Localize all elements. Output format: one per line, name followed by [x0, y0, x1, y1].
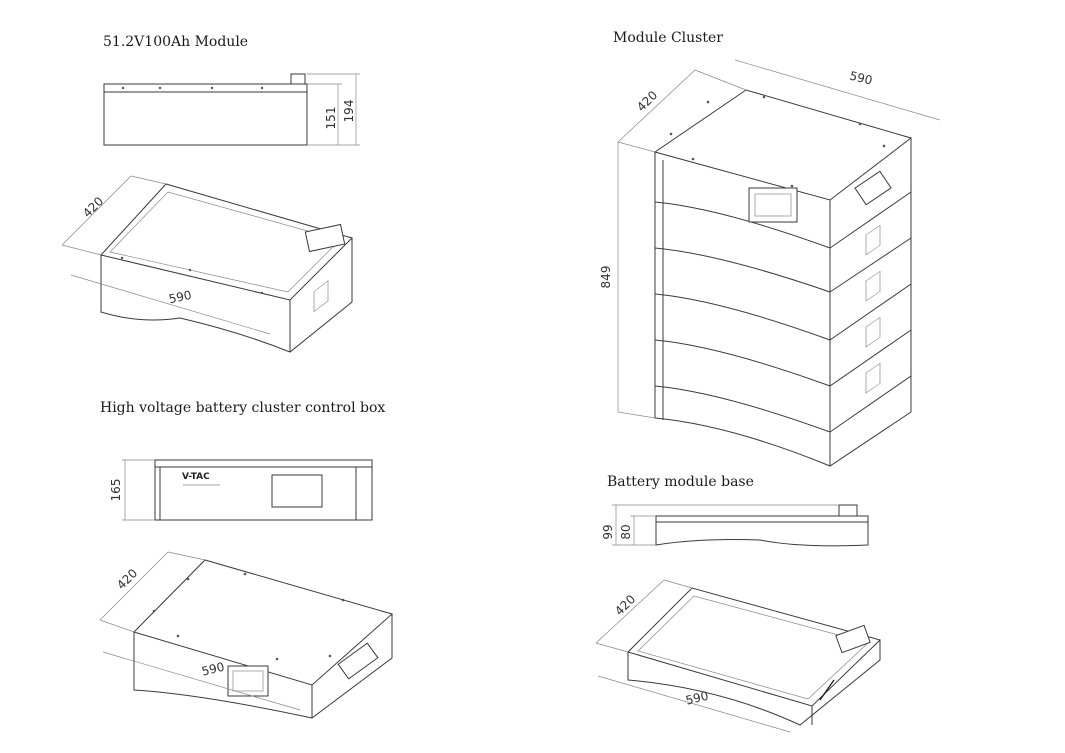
module-side-screw [158, 86, 162, 90]
module-iso-connector [304, 223, 346, 253]
base-iso-bolt [819, 679, 835, 701]
dimension-line-590 [102, 651, 301, 711]
extension-line [61, 244, 102, 256]
module-iso-screw [260, 291, 264, 295]
control-iso-screw [328, 654, 332, 658]
extension-line [130, 175, 167, 185]
cluster-handle [865, 362, 881, 394]
cluster-seam [654, 329, 912, 387]
base-side-body [655, 515, 869, 547]
dim-label-590: 590 [200, 660, 226, 679]
extension-line [617, 141, 656, 153]
cluster-screw [790, 184, 794, 188]
dim-label-590: 590 [684, 689, 710, 708]
dimension-line-420 [61, 175, 132, 246]
dim-label-420: 420 [80, 194, 106, 220]
module-iso-top [100, 183, 353, 301]
dim-label-420: 420 [612, 592, 638, 618]
dim-label-165: 165 [109, 479, 123, 502]
module-side-connector [290, 73, 306, 85]
extension-line [617, 411, 656, 419]
control-iso-display-frame [227, 665, 269, 697]
brand-logo: V-TAC [182, 472, 210, 482]
cluster-display-screen [754, 193, 792, 217]
dim-label-99: 99 [601, 524, 615, 539]
dim-label-420: 420 [114, 566, 140, 592]
base-side-view: 99 80 [601, 504, 869, 547]
cluster-screw [669, 132, 673, 136]
cluster-screw [706, 100, 710, 104]
dim-label-420: 420 [634, 88, 660, 114]
extension-line [694, 69, 747, 91]
dim-label-80: 80 [619, 524, 633, 539]
module-iso-screw [188, 268, 192, 272]
cluster-top [653, 89, 913, 201]
module-side-view: 151 194 [103, 73, 360, 146]
control-box-display [271, 474, 323, 508]
control-iso-screw [186, 577, 190, 581]
cluster-display-frame [748, 187, 798, 223]
cluster-title: Module Cluster [613, 30, 723, 46]
dimension-line-420 [617, 69, 696, 143]
cluster-seam [654, 191, 912, 249]
cluster-seam [654, 283, 912, 341]
dimension-line-590 [734, 59, 941, 121]
control-iso-display [232, 670, 264, 692]
dimension-line-590 [597, 675, 791, 733]
cluster-port-panel [854, 170, 892, 206]
cluster-handle [865, 316, 881, 348]
module-side-screw [121, 86, 125, 90]
cluster-screw [691, 157, 695, 161]
module-isometric-view: 420 590 [61, 175, 353, 353]
control-iso-screw [275, 657, 279, 661]
dimension-line-590 [70, 274, 271, 335]
module-iso-screw [120, 256, 124, 260]
dim-label-849: 849 [599, 266, 613, 289]
module-title: 51.2V100Ah Module [103, 34, 249, 50]
module-side-screw [210, 86, 214, 90]
control-box-title: High voltage battery cluster control box [100, 400, 386, 416]
dim-label-590: 590 [848, 69, 874, 88]
module-side-screw [260, 86, 264, 90]
control-iso-ports [337, 642, 379, 680]
control-iso-screw [152, 609, 156, 613]
cluster-seam [654, 375, 912, 433]
cluster-seam [654, 237, 912, 293]
control-iso-screw [243, 572, 247, 576]
dimension-line-420 [99, 551, 169, 621]
cluster-screw [882, 144, 886, 148]
dimension-line-420 [595, 579, 665, 644]
module-iso-handle [313, 280, 329, 313]
extension-line [595, 642, 629, 653]
base-side-connector [838, 504, 858, 517]
extension-line [663, 579, 693, 589]
control-box-front-view: V-TAC 165 [109, 459, 373, 521]
dim-label-151: 151 [324, 107, 338, 130]
dim-label-194: 194 [342, 100, 356, 123]
control-iso-screw [176, 634, 180, 638]
control-box-front-body [154, 459, 373, 521]
cluster-handle [865, 224, 881, 256]
control-iso-screw [341, 598, 345, 602]
cluster-screw [762, 95, 766, 99]
module-side-body [103, 83, 308, 146]
control-box-isometric-view: 420 590 [99, 551, 394, 719]
base-title: Battery module base [607, 474, 754, 490]
cluster-handle [865, 270, 881, 302]
base-iso-top [627, 587, 881, 707]
extension-line [167, 551, 206, 561]
cluster-screw [858, 122, 862, 126]
extension-line [99, 619, 135, 633]
base-iso-connector [835, 624, 871, 654]
module-cluster-view: 420 590 849 [599, 59, 941, 467]
base-isometric-view: 420 590 [595, 579, 881, 733]
dim-label-590: 590 [168, 288, 193, 306]
